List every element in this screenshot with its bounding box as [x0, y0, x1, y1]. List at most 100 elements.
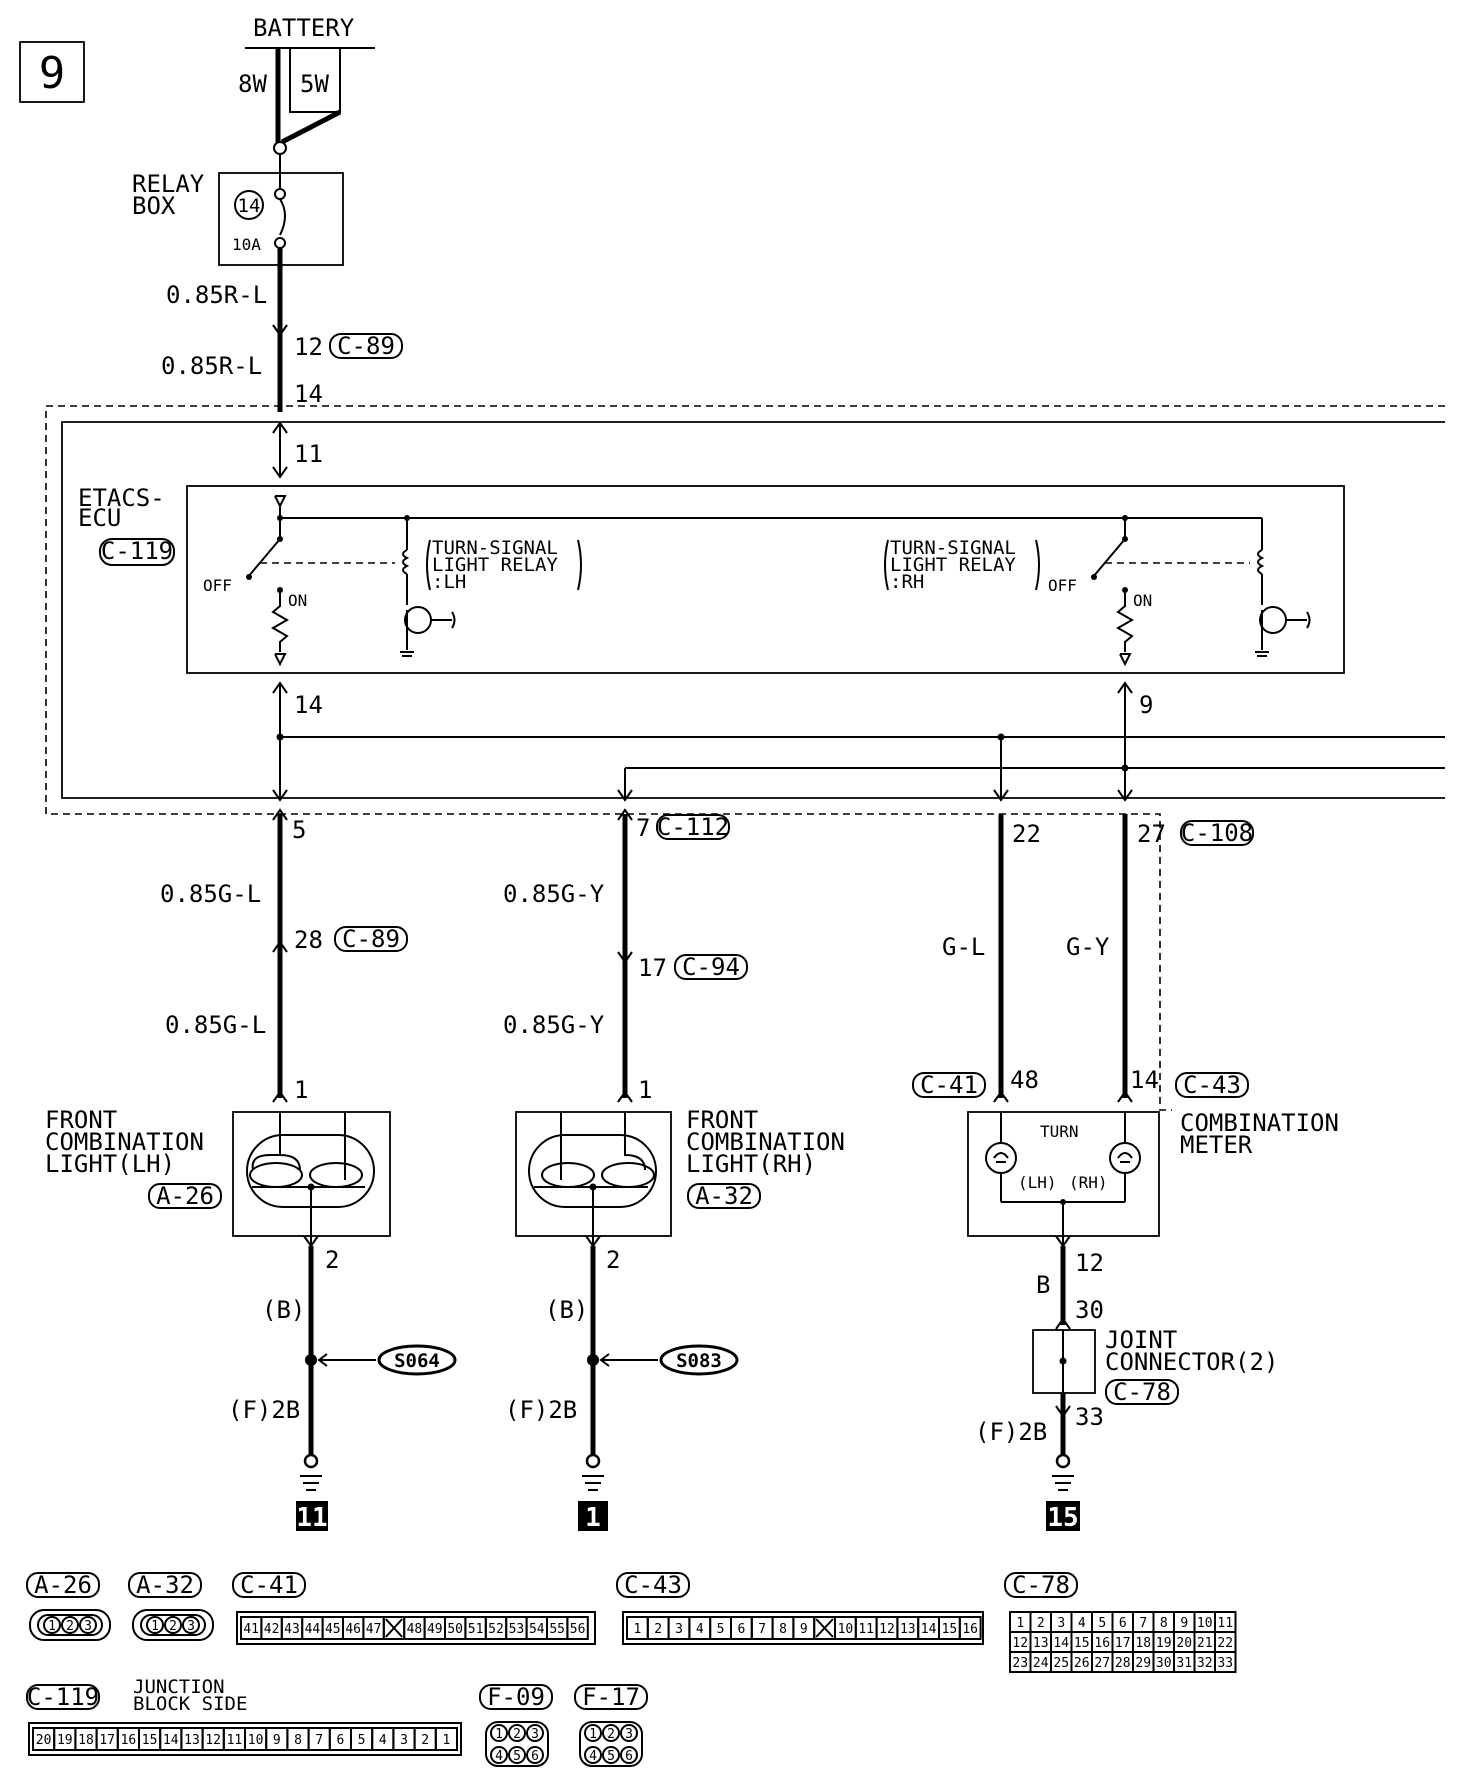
meter-wire-b: B	[1036, 1271, 1050, 1299]
c43-pin: 10	[838, 1622, 854, 1637]
c78-pin: 5	[1098, 1616, 1106, 1631]
c78-pin: 8	[1160, 1616, 1168, 1631]
f09-pin: 5	[513, 1749, 521, 1764]
lh-circuit: 5 0.85G-L 28 C-89 0.85G-L 1 FRONT COMBIN…	[45, 808, 457, 1533]
ecu-label-2: ECU	[78, 504, 121, 532]
meter-conn-c41: C-41	[920, 1071, 978, 1099]
c78-pin: 3	[1057, 1616, 1065, 1631]
c78-pin: 20	[1176, 1636, 1192, 1651]
c119-label: C-119	[27, 1683, 99, 1711]
c41-cell	[566, 1616, 589, 1640]
c119-pin: 1	[442, 1733, 450, 1748]
meter-pin-30: 30	[1075, 1296, 1104, 1324]
c43-pin: 6	[737, 1622, 745, 1637]
c41-pin: 43	[284, 1622, 300, 1637]
c41-pin: 42	[264, 1622, 280, 1637]
c78-pin: 31	[1176, 1656, 1192, 1671]
c43-pin: 14	[921, 1622, 937, 1637]
f09-pin-circle	[526, 1724, 544, 1742]
lh-wire-1: 0.85G-L	[160, 880, 261, 908]
c43-pin: 3	[675, 1622, 683, 1637]
meter-wire-gl: G-L	[942, 933, 985, 961]
f09-pin-circle	[490, 1724, 508, 1742]
a26-label: A-26	[34, 1571, 92, 1599]
meter-pin-33: 33	[1075, 1403, 1104, 1431]
c78-pin: 4	[1078, 1616, 1086, 1631]
a32-label: A-32	[136, 1571, 194, 1599]
relay-rh-line2: LIGHT RELAY	[890, 554, 1016, 576]
rh-conn-c112: C-112	[657, 813, 729, 841]
f09-pin-circle	[526, 1746, 544, 1764]
c78-pin: 10	[1197, 1616, 1213, 1631]
meter-pin-14: 14	[1130, 1066, 1159, 1094]
lh-pin-5: 5	[292, 816, 306, 844]
ecu-pin-14: 14	[294, 691, 323, 719]
meter-pin-27: 27	[1137, 820, 1166, 848]
f09-pin: 4	[495, 1749, 503, 1764]
relay-box-label-1: RELAY	[132, 170, 205, 198]
lh-pin-1: 1	[294, 1076, 308, 1104]
c43-pin: 2	[654, 1622, 662, 1637]
c78-pin: 14	[1053, 1636, 1069, 1651]
c78-pin: 33	[1217, 1656, 1233, 1671]
f17-pin-circle	[602, 1724, 620, 1742]
c78-label: C-78	[1012, 1571, 1070, 1599]
c119-pin: 18	[78, 1733, 94, 1748]
lh-device-1: FRONT	[45, 1106, 117, 1134]
f17-pin-circle	[620, 1746, 638, 1764]
c119-pin: 11	[227, 1733, 243, 1748]
c119-pin: 17	[99, 1733, 115, 1748]
c78-pin: 6	[1119, 1616, 1127, 1631]
c78-pin: 29	[1135, 1656, 1151, 1671]
c43-pin: 5	[717, 1622, 725, 1637]
feed-pin-14: 14	[294, 380, 323, 408]
c41-blank	[385, 1618, 403, 1638]
f09-pin: 6	[531, 1749, 539, 1764]
rh-ground-no: 1	[585, 1503, 601, 1533]
c41-pin: 49	[427, 1622, 443, 1637]
f09-pin: 1	[495, 1727, 503, 1742]
f09-label: F-09	[487, 1683, 545, 1711]
c119-pin: 14	[163, 1733, 179, 1748]
c43-cell	[958, 1616, 982, 1640]
c41-pin: 52	[488, 1622, 504, 1637]
c43-pin: 11	[858, 1622, 874, 1637]
meter-device-2: METER	[1180, 1131, 1253, 1159]
c78-pin: 28	[1115, 1656, 1131, 1671]
c78-pin: 1	[1016, 1616, 1024, 1631]
f09-pin: 2	[513, 1727, 521, 1742]
c78-pin: 11	[1217, 1616, 1233, 1631]
battery-feed: BATTERY 8W 5W	[238, 14, 375, 155]
a32-pin-1: 1	[151, 1619, 159, 1634]
meter-circuit: 22 27 C-108 G-L G-Y C-41 48 14 C-43 TURN…	[912, 814, 1339, 1533]
c119-pin: 13	[184, 1733, 200, 1748]
page-number-box	[19, 41, 85, 103]
c119-pin: 9	[273, 1733, 281, 1748]
rh-splice: S083	[676, 1350, 722, 1372]
c119-pin: 6	[336, 1733, 344, 1748]
f17-pin: 3	[625, 1727, 633, 1742]
f17-pin: 2	[607, 1727, 615, 1742]
f09-pin-circle	[508, 1724, 526, 1742]
f17-pin-circle	[602, 1746, 620, 1764]
c43-pin: 8	[779, 1622, 787, 1637]
c119-side-1: JUNCTION	[133, 1676, 225, 1698]
f09-pin: 3	[531, 1727, 539, 1742]
ecu-pin-9: 9	[1139, 691, 1153, 719]
c78-pin: 13	[1033, 1636, 1049, 1651]
junction-block-outline	[45, 405, 1445, 1111]
lh-switch-off: OFF	[203, 576, 232, 595]
f09-pin-circle	[508, 1746, 526, 1764]
c119-side-2: BLOCK SIDE	[133, 1693, 247, 1715]
c78-pin: 26	[1074, 1656, 1090, 1671]
meter-ground-no: 15	[1047, 1503, 1078, 1533]
joint-label-2: CONNECTOR(2)	[1105, 1348, 1278, 1376]
battery-wire-8w: 8W	[238, 70, 267, 98]
f17-label: F-17	[582, 1683, 640, 1711]
c119-pin: 20	[36, 1733, 52, 1748]
